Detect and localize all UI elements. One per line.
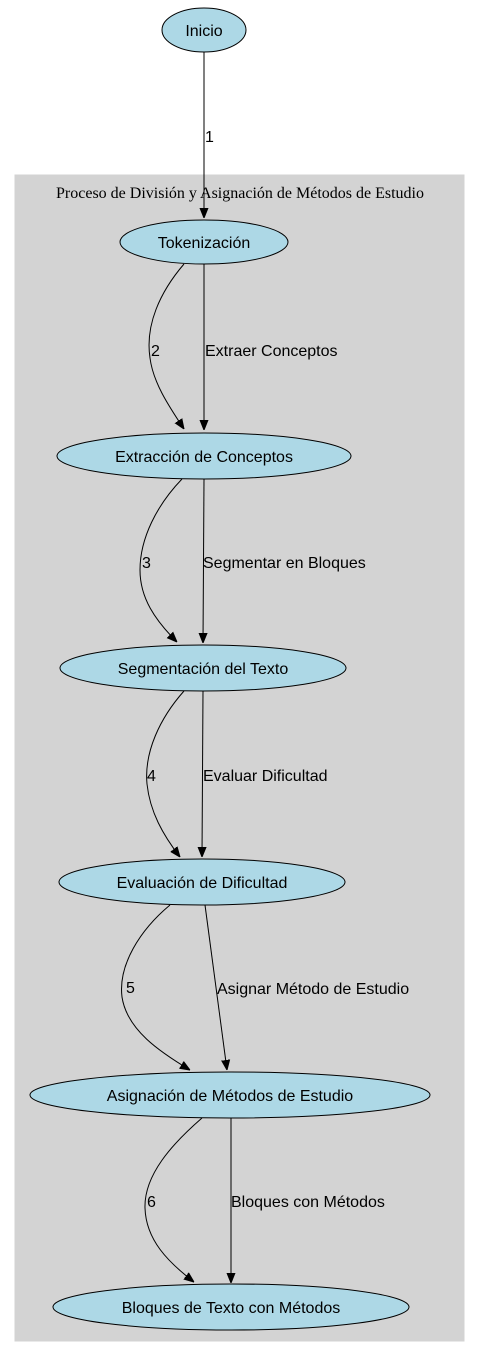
node-inicio: Inicio [161,7,247,53]
node-asignacion: Asignación de Métodos de Estudio [29,1071,431,1119]
node-bloques-label: Bloques de Texto con Métodos [122,1300,341,1317]
node-extraccion: Extracción de Conceptos [56,432,352,480]
edge-asignacion-bloques-curve [144,1117,203,1282]
edge-label-4: 4 [147,768,156,785]
edge-segmentacion-evaluacion-curve [146,690,185,857]
edge-evaluacion-asignacion-curve [121,904,190,1070]
edge-label-5: 5 [126,980,135,997]
cluster-label: Proceso de División y Asignación de Méto… [56,185,424,202]
node-extraccion-label: Extracción de Conceptos [115,449,293,466]
edge-label-2: 2 [151,343,160,360]
node-bloques: Bloques de Texto con Métodos [52,1283,410,1331]
edge-evaluacion-asignacion-straight [204,904,227,1070]
edge-label-1: 1 [205,129,214,146]
edge-label-6: 6 [147,1194,156,1211]
node-evaluacion: Evaluación de Dificultad [58,858,346,906]
edge-label-asignar: Asignar Método de Estudio [217,981,409,998]
edge-label-3: 3 [142,555,151,572]
node-segmentacion: Segmentación del Texto [59,644,347,692]
edge-label-bloques: Bloques con Métodos [231,1194,385,1211]
cluster-box [14,174,465,1342]
node-asignacion-label: Asignación de Métodos de Estudio [107,1088,353,1105]
edge-label-extraer: Extraer Conceptos [205,343,338,360]
edge-segmentacion-evaluacion-straight [202,690,203,857]
edge-extraccion-segmentacion-curve [139,478,183,642]
edge-label-evaluar: Evaluar Dificultad [203,768,328,785]
edge-extraccion-segmentacion-straight [203,478,204,643]
edge-tokenizacion-extraccion-curve [148,263,184,429]
node-segmentacion-label: Segmentación del Texto [118,661,289,678]
edge-label-segmentar: Segmentar en Bloques [203,555,366,572]
node-tokenizacion: Tokenización [119,219,289,265]
node-inicio-label: Inicio [185,23,222,40]
node-tokenizacion-label: Tokenización [158,235,251,252]
node-evaluacion-label: Evaluación de Dificultad [117,875,288,892]
